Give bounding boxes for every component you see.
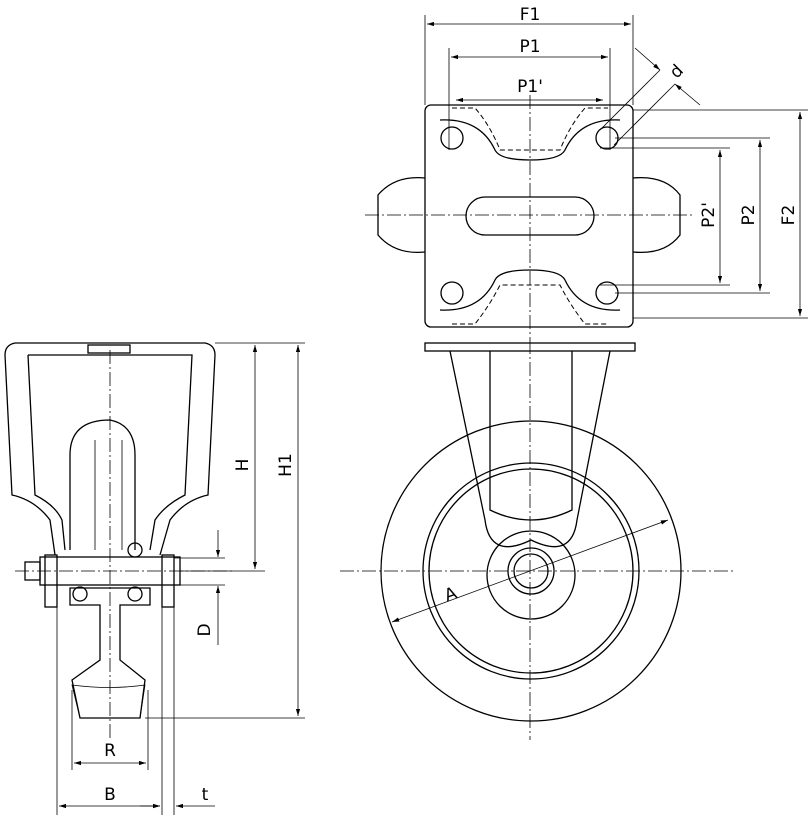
dim-t: t [202,785,209,805]
dim-P1: P1 [519,37,540,57]
dim-d: d [666,61,688,83]
bolt-hole [440,126,464,150]
right-ear [632,176,681,254]
dim-P2-prime: P2' [699,202,719,228]
bolt-hole [440,281,464,305]
dim-P1-prime: P1' [517,77,543,97]
top-plate [424,104,634,328]
dim-F2: F2 [779,205,799,226]
dim-R: R [104,741,116,761]
dim-B: B [104,785,116,805]
bracket [4,342,216,556]
left-ear [377,176,426,254]
side-view: A [340,340,735,740]
dim-H: H [233,459,253,472]
front-view: H H1 D R B t [4,342,305,815]
top-view: F1 P1 P1' d P2' P2 F2 [365,5,808,340]
dim-H1: H1 [276,453,296,477]
dim-F1: F1 [520,5,541,25]
bolt-hole [595,126,619,150]
dim-P2: P2 [739,204,759,225]
dim-D: D [195,623,215,636]
tire-section [71,684,146,719]
